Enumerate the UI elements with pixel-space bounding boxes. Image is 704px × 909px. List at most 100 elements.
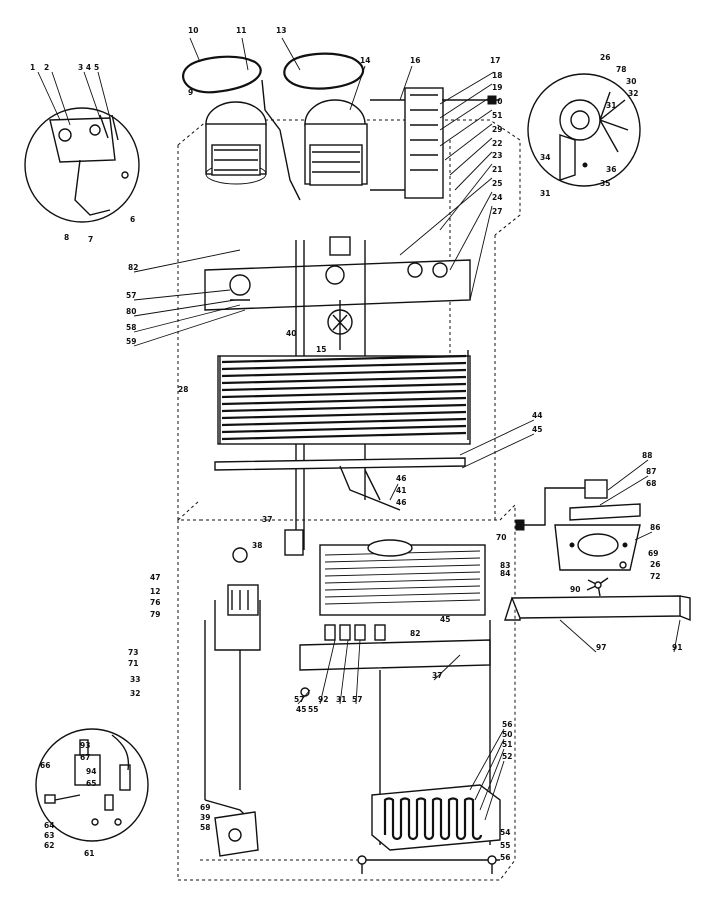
callout-label: 57 bbox=[126, 291, 136, 300]
callout-label: 86 bbox=[650, 523, 660, 532]
callout-label: 80 bbox=[126, 307, 136, 316]
drip-tray bbox=[214, 457, 466, 511]
callout-label: 13 bbox=[276, 26, 286, 35]
leader-line bbox=[389, 483, 399, 501]
leader-line bbox=[51, 71, 71, 126]
callout-label: 20 bbox=[492, 97, 502, 106]
leader-line bbox=[83, 71, 101, 119]
inset-detail-top-right bbox=[527, 73, 641, 187]
callout-label: 52 bbox=[502, 752, 512, 761]
fan-module bbox=[515, 479, 641, 597]
inset-detail-top-left bbox=[24, 107, 140, 223]
leader-line bbox=[449, 191, 493, 271]
leader-line bbox=[634, 531, 653, 541]
callout-label: 35 bbox=[600, 179, 610, 188]
callout-label: 29 bbox=[492, 125, 502, 134]
leader-line bbox=[439, 83, 493, 119]
leader-line bbox=[133, 304, 241, 333]
leader-line bbox=[133, 309, 246, 347]
condenser-coil bbox=[371, 784, 501, 851]
leader-line bbox=[133, 299, 236, 317]
leader-line bbox=[469, 728, 505, 791]
callout-label: 84 bbox=[500, 569, 510, 578]
callout-label: 24 bbox=[492, 193, 502, 202]
leader-line bbox=[189, 37, 201, 63]
callout-label: 45 bbox=[296, 705, 306, 714]
callout-label: 50 bbox=[502, 730, 512, 739]
callout-label: 87 bbox=[646, 467, 656, 476]
callout-label: 83 bbox=[500, 561, 510, 570]
leader-line bbox=[399, 177, 493, 256]
callout-label: 94 bbox=[86, 767, 96, 776]
callout-label: 40 bbox=[286, 329, 296, 338]
callout-label: 57 bbox=[352, 695, 362, 704]
leader-line bbox=[355, 639, 361, 705]
callout-label: 73 bbox=[128, 648, 138, 657]
callout-label: 55 bbox=[308, 705, 318, 714]
callout-label: 5 bbox=[94, 63, 99, 72]
leader-line bbox=[461, 433, 535, 469]
leader-line bbox=[349, 65, 366, 111]
callout-label: 51 bbox=[502, 740, 512, 749]
callout-label: 28 bbox=[178, 385, 188, 394]
callout-label: 10 bbox=[188, 26, 198, 35]
callout-label: 46 bbox=[396, 498, 406, 507]
callout-label: 59 bbox=[126, 337, 136, 346]
leader-line bbox=[281, 37, 301, 71]
callout-label: 66 bbox=[40, 761, 50, 770]
callout-label: 11 bbox=[236, 26, 246, 35]
callout-label: 91 bbox=[672, 643, 682, 652]
leader-line bbox=[241, 37, 249, 71]
callout-label: 2 bbox=[44, 63, 49, 72]
leader-line bbox=[433, 654, 461, 681]
callout-label: 38 bbox=[252, 541, 262, 550]
callout-label: 19 bbox=[492, 83, 502, 92]
leader-line bbox=[673, 619, 681, 653]
callout-label: 92 bbox=[318, 695, 328, 704]
callout-label: 31 bbox=[606, 101, 616, 110]
leader-line bbox=[399, 65, 413, 101]
cabinet-outline bbox=[177, 119, 521, 881]
callout-label: 82 bbox=[410, 629, 420, 638]
leader-line bbox=[559, 619, 597, 653]
callout-label: 67 bbox=[80, 753, 90, 762]
callout-label: 17 bbox=[490, 56, 500, 65]
callout-label: 64 bbox=[44, 821, 54, 830]
leader-line bbox=[297, 689, 311, 705]
callout-label: 16 bbox=[410, 56, 420, 65]
callout-label: 21 bbox=[492, 165, 502, 174]
leader-line bbox=[339, 639, 349, 705]
leader-line bbox=[37, 71, 61, 121]
callout-label: 56 bbox=[500, 853, 510, 862]
leader-line bbox=[599, 475, 649, 506]
leveling-feet bbox=[357, 855, 500, 874]
callout-label: 61 bbox=[84, 849, 94, 858]
leader-line bbox=[439, 95, 493, 131]
callout-label: 44 bbox=[532, 411, 542, 420]
callout-label: 90 bbox=[570, 585, 580, 594]
leader-line bbox=[439, 109, 493, 147]
callout-label: 41 bbox=[396, 486, 406, 495]
leader-line bbox=[319, 639, 336, 705]
leader-line bbox=[469, 205, 493, 301]
callout-label: 37 bbox=[432, 671, 442, 680]
upper-evaporator-coil bbox=[217, 350, 471, 445]
callout-label: 51 bbox=[492, 111, 502, 120]
callout-label: 6 bbox=[130, 215, 135, 224]
leader-line bbox=[454, 151, 493, 191]
callout-label: 70 bbox=[496, 533, 506, 542]
inset-detail-bottom-left bbox=[35, 728, 149, 842]
callout-label: 26 bbox=[600, 53, 610, 62]
callout-label: 58 bbox=[200, 823, 210, 832]
callout-label: 23 bbox=[492, 151, 502, 160]
callout-label: 55 bbox=[500, 841, 510, 850]
callout-label: 69 bbox=[648, 549, 658, 558]
callout-label: 37 bbox=[262, 515, 272, 524]
callout-label: 7 bbox=[88, 235, 93, 244]
leader-line bbox=[449, 137, 493, 176]
leader-line bbox=[607, 459, 649, 491]
callout-label: 76 bbox=[150, 598, 160, 607]
callout-label: 30 bbox=[626, 77, 636, 86]
callout-label: 34 bbox=[540, 153, 550, 162]
